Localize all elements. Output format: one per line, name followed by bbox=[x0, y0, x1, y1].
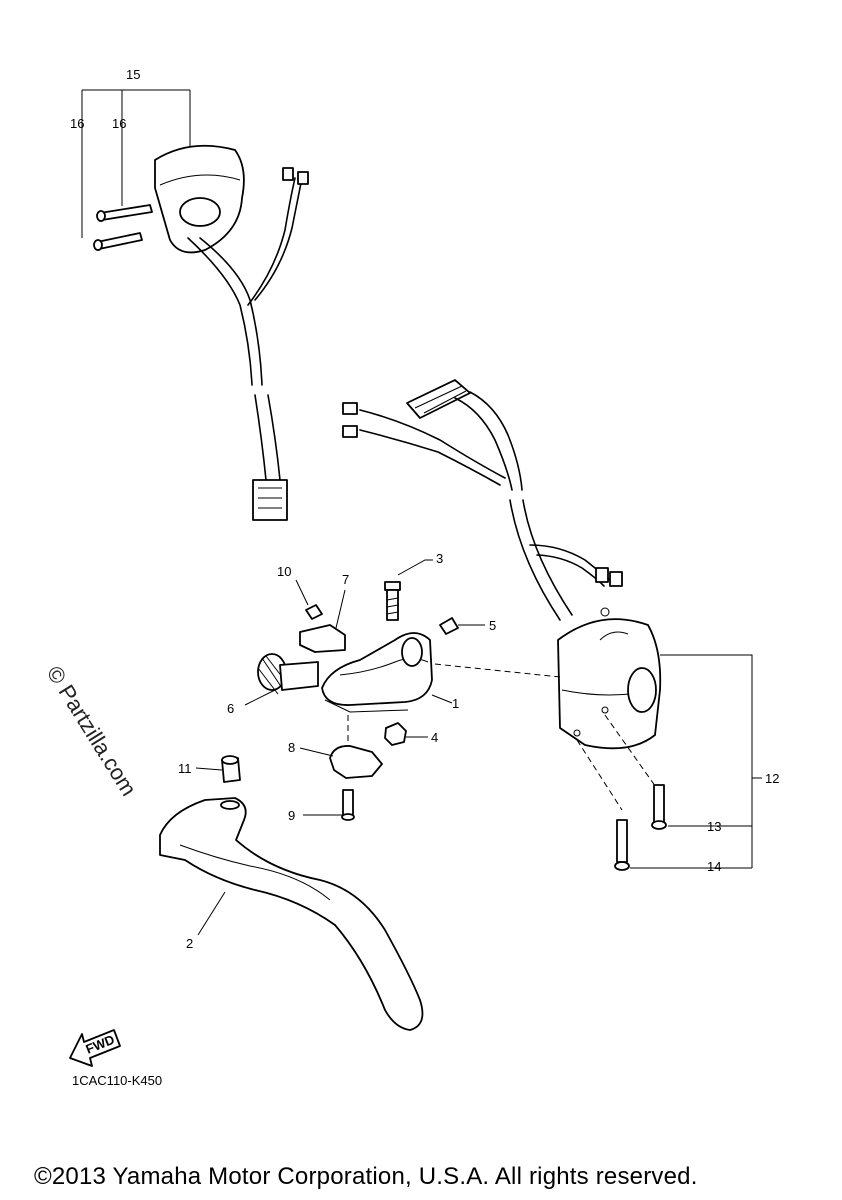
callout-11: 11 bbox=[178, 761, 192, 776]
diagram-code: 1CAC110-K450 bbox=[72, 1073, 162, 1088]
callout-13: 13 bbox=[707, 819, 721, 834]
callout-15: 15 bbox=[126, 67, 140, 82]
clutch-lever: 11 2 bbox=[159, 755, 424, 1031]
fwd-arrow-icon: FWD bbox=[69, 1029, 121, 1067]
callout-12: 12 bbox=[765, 771, 779, 786]
callout-8: 8 bbox=[288, 740, 295, 755]
watermark: © Partzilla.com bbox=[42, 661, 142, 800]
callout-2: 2 bbox=[186, 936, 193, 951]
callout-3: 3 bbox=[436, 551, 443, 566]
callout-16-right: 16 bbox=[112, 116, 126, 131]
callout-14: 14 bbox=[707, 859, 721, 874]
right-handlebar-switch: 12 13 14 bbox=[342, 379, 779, 874]
callout-5: 5 bbox=[489, 618, 496, 633]
callout-6: 6 bbox=[227, 701, 234, 716]
lever-holder-assembly: 1 3 5 4 10 7 6 8 bbox=[227, 551, 496, 823]
callout-16-left: 16 bbox=[70, 116, 84, 131]
callout-7: 7 bbox=[342, 572, 349, 587]
left-handlebar-switch: 15 16 16 bbox=[70, 67, 309, 521]
copyright-notice: ©2013 Yamaha Motor Corporation, U.S.A. A… bbox=[34, 1163, 698, 1190]
callout-4: 4 bbox=[431, 730, 438, 745]
callout-9: 9 bbox=[288, 808, 295, 823]
callout-10: 10 bbox=[277, 564, 291, 579]
callout-1: 1 bbox=[452, 696, 459, 711]
